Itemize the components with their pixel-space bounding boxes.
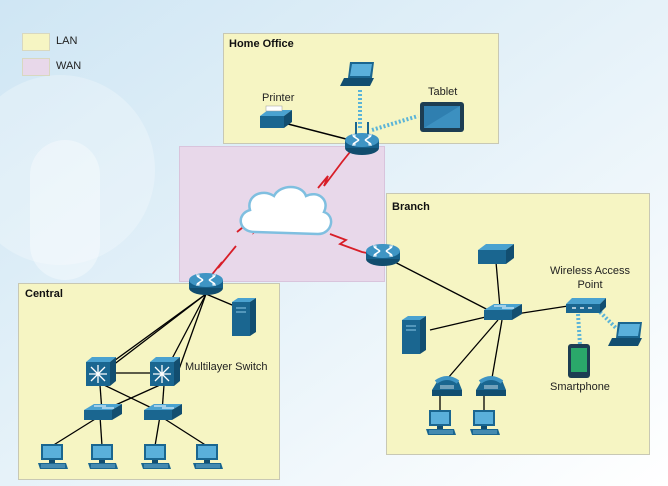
home-office-title: Home Office	[229, 38, 294, 50]
branch-pc-1-icon	[425, 409, 457, 436]
serial-link-branch	[329, 233, 373, 255]
tablet-label: Tablet	[428, 86, 458, 98]
ip-phone-1-icon	[430, 376, 464, 398]
wifi-branch-laptop	[598, 310, 618, 330]
tablet-icon	[420, 102, 464, 132]
central-title: Central	[25, 288, 63, 300]
smartphone-label: Smartphone	[550, 381, 610, 393]
multilayer-switch-right-icon	[149, 356, 181, 387]
branch-pc-2-icon	[469, 409, 501, 436]
legend-lan-label: LAN	[56, 35, 78, 47]
home-router-icon	[344, 122, 380, 156]
wifi-tablet	[371, 114, 419, 132]
branch-server-icon	[401, 315, 427, 355]
wireless-access-point-icon	[566, 298, 606, 313]
central-server-icon	[231, 297, 257, 337]
wifi-smartphone	[576, 313, 582, 346]
printer-icon	[260, 105, 292, 128]
smartphone-icon	[568, 344, 590, 378]
central-router-icon	[188, 272, 224, 296]
legend-wan-swatch	[22, 58, 50, 76]
wireless-ap-label-line2: Point	[577, 279, 603, 291]
central-pc-4-icon	[192, 443, 224, 470]
central-pc-3-icon	[140, 443, 172, 470]
central-pc-2-icon	[87, 443, 119, 470]
internet-cloud	[239, 185, 333, 236]
laptop-icon	[340, 62, 374, 86]
central-pc-1-icon	[37, 443, 69, 470]
ip-phone-2-icon	[474, 376, 508, 398]
wireless-ap-label-line1: Wireless Access	[549, 265, 631, 277]
branch-router-icon	[365, 243, 401, 267]
multilayer-switch-left-icon	[85, 356, 117, 387]
multilayer-switch-label: Multilayer Switch	[185, 361, 268, 373]
printer-label: Printer	[262, 92, 295, 104]
access-switch-left-icon	[83, 403, 123, 421]
legend-wan-label: WAN	[56, 60, 82, 72]
serial-link-top	[317, 151, 351, 189]
branch-title: Branch	[392, 201, 430, 213]
link-printer-router	[287, 123, 351, 141]
branch-switch-icon	[483, 303, 523, 321]
branch-printer-icon	[478, 244, 514, 264]
legend-lan-swatch	[22, 33, 50, 51]
branch-laptop-icon	[608, 322, 642, 346]
serial-link-central	[205, 245, 237, 283]
